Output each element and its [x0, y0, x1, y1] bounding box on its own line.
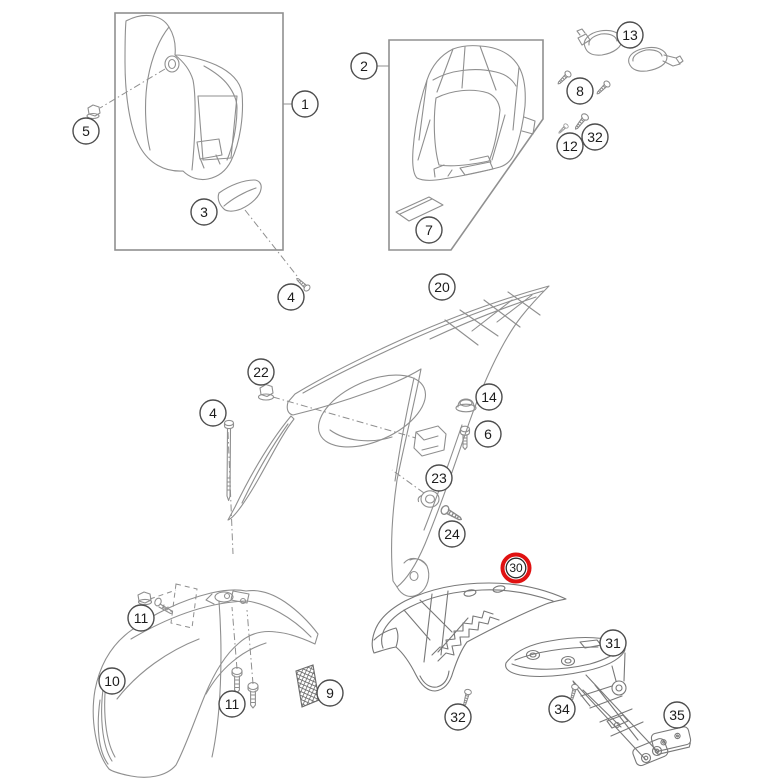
svg-text:24: 24: [444, 526, 460, 542]
svg-text:4: 4: [287, 289, 295, 305]
callout-22[interactable]: 22: [247, 358, 275, 386]
callout-30-highlighted[interactable]: 30: [500, 552, 532, 584]
svg-text:23: 23: [431, 470, 447, 486]
callout-32-top[interactable]: 32: [581, 123, 609, 151]
front-fender-group: [92, 583, 319, 778]
svg-text:13: 13: [622, 27, 638, 43]
fender-mount-detail: [205, 590, 250, 605]
svg-text:14: 14: [481, 389, 497, 405]
callout-20[interactable]: 20: [428, 273, 456, 301]
svg-text:8: 8: [576, 83, 584, 99]
svg-text:30: 30: [509, 561, 523, 575]
bolt-11-top: [154, 597, 174, 615]
callout-35[interactable]: 35: [663, 701, 691, 729]
callout-23[interactable]: 23: [425, 464, 453, 492]
callout-5[interactable]: 5: [72, 117, 100, 145]
callout-6[interactable]: 6: [474, 420, 502, 448]
plate-35: [650, 726, 692, 755]
side-panel-group: [505, 637, 669, 767]
svg-text:3: 3: [200, 204, 208, 220]
callout-4-left[interactable]: 4: [199, 399, 227, 427]
callout-32-bottom[interactable]: 32: [444, 703, 472, 731]
rear-fender: [286, 285, 550, 588]
nut-22: [257, 383, 275, 401]
side-panel-31: [505, 637, 626, 677]
bolt-6: [459, 425, 471, 451]
vent-mesh-9: [295, 664, 320, 708]
svg-text:6: 6: [484, 426, 492, 442]
svg-text:32: 32: [587, 129, 603, 145]
callout-12[interactable]: 12: [556, 132, 584, 160]
seat-latch-bracket: [413, 425, 447, 457]
callout-13[interactable]: 13: [616, 21, 644, 49]
headlight-mask: [412, 45, 526, 181]
nut-5: [86, 104, 101, 120]
group-frame-1: [114, 12, 284, 251]
svg-text:10: 10: [104, 673, 120, 689]
svg-text:34: 34: [554, 701, 570, 717]
headlight-mask-group: [376, 39, 544, 251]
callout-11-bottom[interactable]: 11: [218, 690, 246, 718]
callout-31[interactable]: 31: [599, 629, 627, 657]
rear-fender-group: [227, 285, 550, 597]
grommet-14: [455, 398, 477, 413]
screw-4-left: [223, 419, 235, 502]
svg-text:32: 32: [450, 709, 466, 725]
front-fender: [92, 589, 319, 778]
svg-text:5: 5: [82, 123, 90, 139]
nut-11-top: [137, 591, 153, 606]
svg-text:31: 31: [605, 635, 621, 651]
svg-text:1: 1: [301, 96, 309, 112]
callout-4-top[interactable]: 4: [277, 283, 305, 311]
screw-32-bottom: [460, 688, 473, 707]
bushing-23: [417, 490, 440, 508]
callout-34[interactable]: 34: [548, 695, 576, 723]
svg-text:22: 22: [253, 364, 269, 380]
callout-9[interactable]: 9: [316, 679, 344, 707]
svg-text:2: 2: [360, 58, 368, 74]
airbox-cover: [371, 582, 567, 692]
svg-text:12: 12: [562, 138, 578, 154]
svg-text:4: 4: [209, 405, 217, 421]
svg-text:7: 7: [425, 222, 433, 238]
callout-2[interactable]: 2: [350, 52, 378, 80]
svg-text:9: 9: [326, 685, 334, 701]
screw-8-b: [594, 79, 612, 97]
callout-1[interactable]: 1: [291, 90, 319, 118]
sticker-7: [395, 196, 444, 222]
clamp-13-a: [576, 28, 623, 56]
svg-text:35: 35: [669, 707, 685, 723]
bracket-3: [217, 179, 262, 212]
number-plate-group: [86, 12, 312, 293]
clamp-13-b: [628, 46, 684, 72]
callout-7[interactable]: 7: [415, 216, 443, 244]
svg-text:11: 11: [134, 610, 149, 626]
callout-24[interactable]: 24: [438, 520, 466, 548]
screw-11-b: [247, 681, 259, 709]
callout-10[interactable]: 10: [98, 667, 126, 695]
callout-3[interactable]: 3: [190, 198, 218, 226]
callout-14[interactable]: 14: [475, 383, 503, 411]
svg-text:11: 11: [225, 696, 240, 712]
screw-11-a: [231, 666, 243, 694]
svg-text:20: 20: [434, 279, 450, 295]
callout-11-top[interactable]: 11: [127, 604, 155, 632]
group-frame-2: [388, 39, 544, 251]
callout-8[interactable]: 8: [566, 77, 594, 105]
airbox-cover-group: [371, 582, 567, 692]
number-plate: [124, 14, 244, 181]
